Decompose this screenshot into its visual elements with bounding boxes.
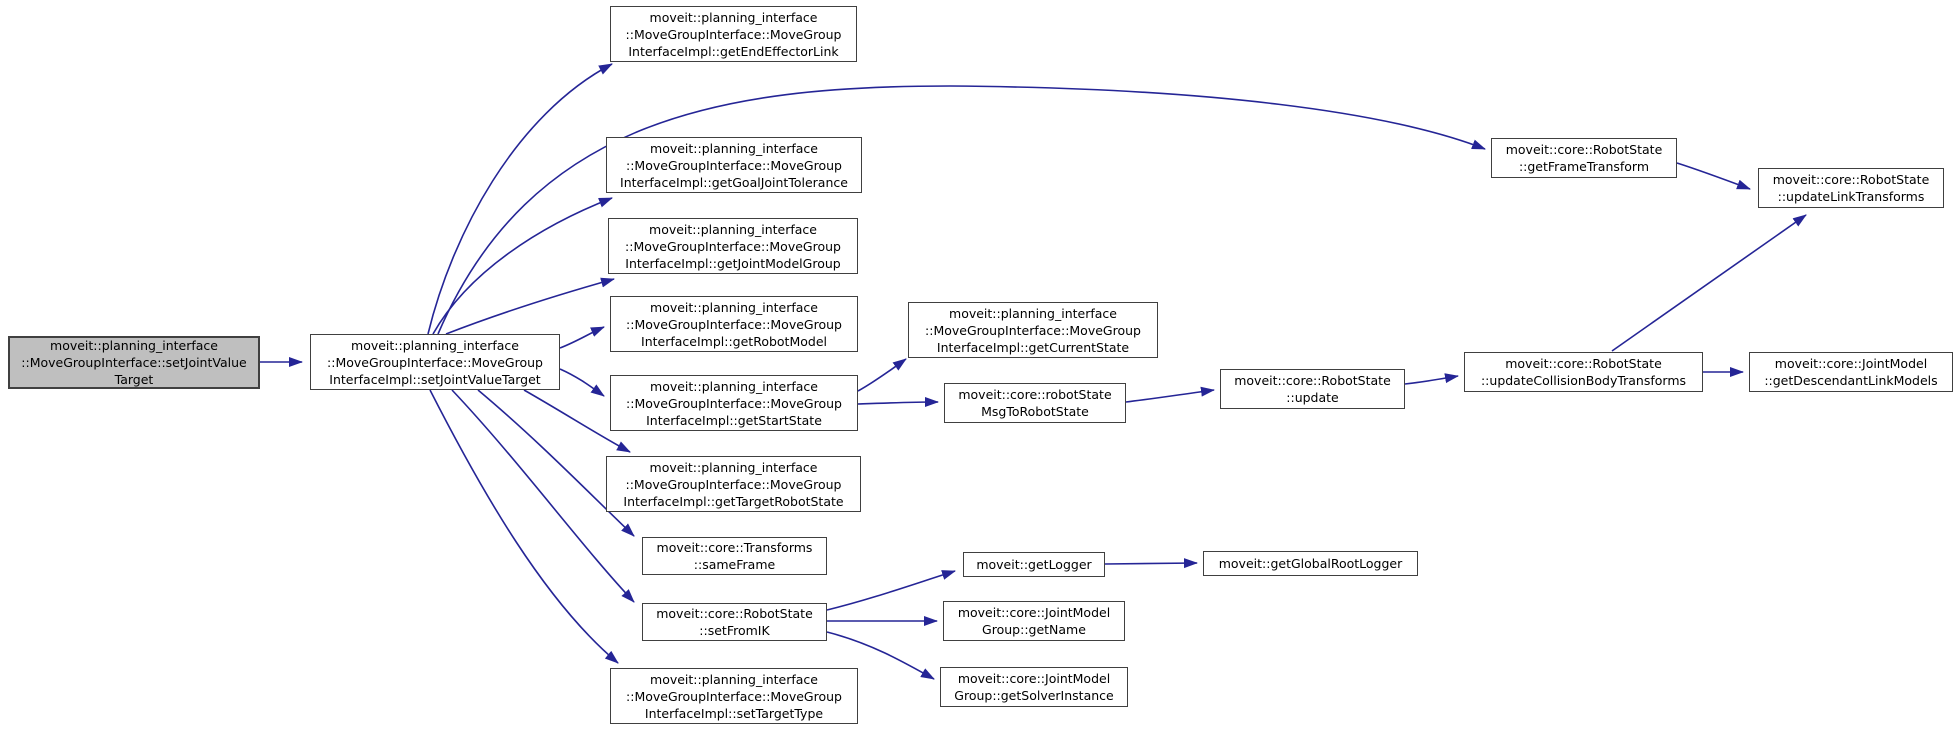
edge-impl-to-getendeffectorlink	[427, 63, 613, 335]
node-transforms-sameframe[interactable]: moveit::core::Transforms ::sameFrame	[642, 537, 827, 575]
edge-impl-to-settargettype	[429, 389, 619, 664]
node-getlogger[interactable]: moveit::getLogger	[963, 552, 1105, 577]
edge-getlogger-to-getglobalrootlogger	[1104, 558, 1198, 569]
edge-setfromik-to-getsolverinstance	[826, 631, 935, 680]
node-getglobalrootlogger[interactable]: moveit::getGlobalRootLogger	[1203, 551, 1418, 576]
node-robotstate-getframetransform[interactable]: moveit::core::RobotState ::getFrameTrans…	[1491, 138, 1677, 178]
node-impl-gettargetrobotstate[interactable]: moveit::planning_interface ::MoveGroupIn…	[606, 456, 861, 512]
edge-setfromik-to-getlogger	[826, 570, 956, 611]
node-robotstate-update[interactable]: moveit::core::RobotState ::update	[1220, 369, 1405, 409]
node-robotstatemsgtorobotstate[interactable]: moveit::core::robotState MsgToRobotState	[944, 383, 1126, 423]
node-robotstate-setfromik[interactable]: moveit::core::RobotState ::setFromIK	[642, 603, 827, 641]
node-impl-getcurrentstate[interactable]: moveit::planning_interface ::MoveGroupIn…	[908, 302, 1158, 358]
node-jointmodelgroup-getsolverinstance[interactable]: moveit::core::JointModel Group::getSolve…	[940, 667, 1128, 707]
edge-msgtorobotstate-to-update	[1125, 386, 1215, 403]
node-jointmodel-getdescendantlinkmodels[interactable]: moveit::core::JointModel ::getDescendant…	[1749, 352, 1953, 392]
edge-getstartstate-to-msgtorobotstate	[857, 397, 939, 408]
node-impl-getjointmodelgroup[interactable]: moveit::planning_interface ::MoveGroupIn…	[608, 218, 858, 274]
edge-getframetransform-to-updatelinktransforms	[1676, 162, 1751, 190]
node-impl-getstartstate[interactable]: moveit::planning_interface ::MoveGroupIn…	[610, 375, 858, 431]
edge-getstartstate-to-getcurrentstate	[857, 358, 907, 392]
edge-impl-to-gettargetrobotstate	[523, 389, 631, 453]
node-robotstate-updatelinktransforms[interactable]: moveit::core::RobotState ::updateLinkTra…	[1758, 168, 1944, 208]
node-impl-setjointvaluetarget[interactable]: moveit::planning_interface ::MoveGroupIn…	[310, 334, 560, 390]
node-impl-settargettype[interactable]: moveit::planning_interface ::MoveGroupIn…	[610, 668, 858, 724]
edge-impl-to-getjointmodelgroup	[445, 277, 615, 335]
edge-impl-to-getgoaljointtolerance	[432, 197, 613, 335]
edge-impl-to-sameframe	[477, 389, 635, 537]
edge-impl-to-getstartstate	[559, 368, 605, 397]
edge-impl-to-setfromik	[451, 389, 635, 603]
node-impl-getrobotmodel[interactable]: moveit::planning_interface ::MoveGroupIn…	[610, 296, 858, 352]
node-setjointvaluetarget: moveit::planning_interface ::MoveGroupIn…	[8, 336, 260, 389]
node-impl-getgoaljointtolerance[interactable]: moveit::planning_interface ::MoveGroupIn…	[606, 137, 862, 193]
node-jointmodelgroup-getname[interactable]: moveit::core::JointModel Group::getName	[943, 601, 1125, 641]
edge-impl-to-getrobotmodel	[559, 326, 605, 349]
node-impl-getendeffectorlink[interactable]: moveit::planning_interface ::MoveGroupIn…	[610, 6, 857, 62]
edge-updatecollision-to-updatelinktransforms	[1611, 214, 1807, 352]
edge-update-to-updatecollisionbodytransforms	[1404, 373, 1459, 385]
node-robotstate-updatecollisionbodytransforms[interactable]: moveit::core::RobotState ::updateCollisi…	[1464, 352, 1703, 392]
edge-impl-to-getframetransform	[437, 85, 1486, 335]
